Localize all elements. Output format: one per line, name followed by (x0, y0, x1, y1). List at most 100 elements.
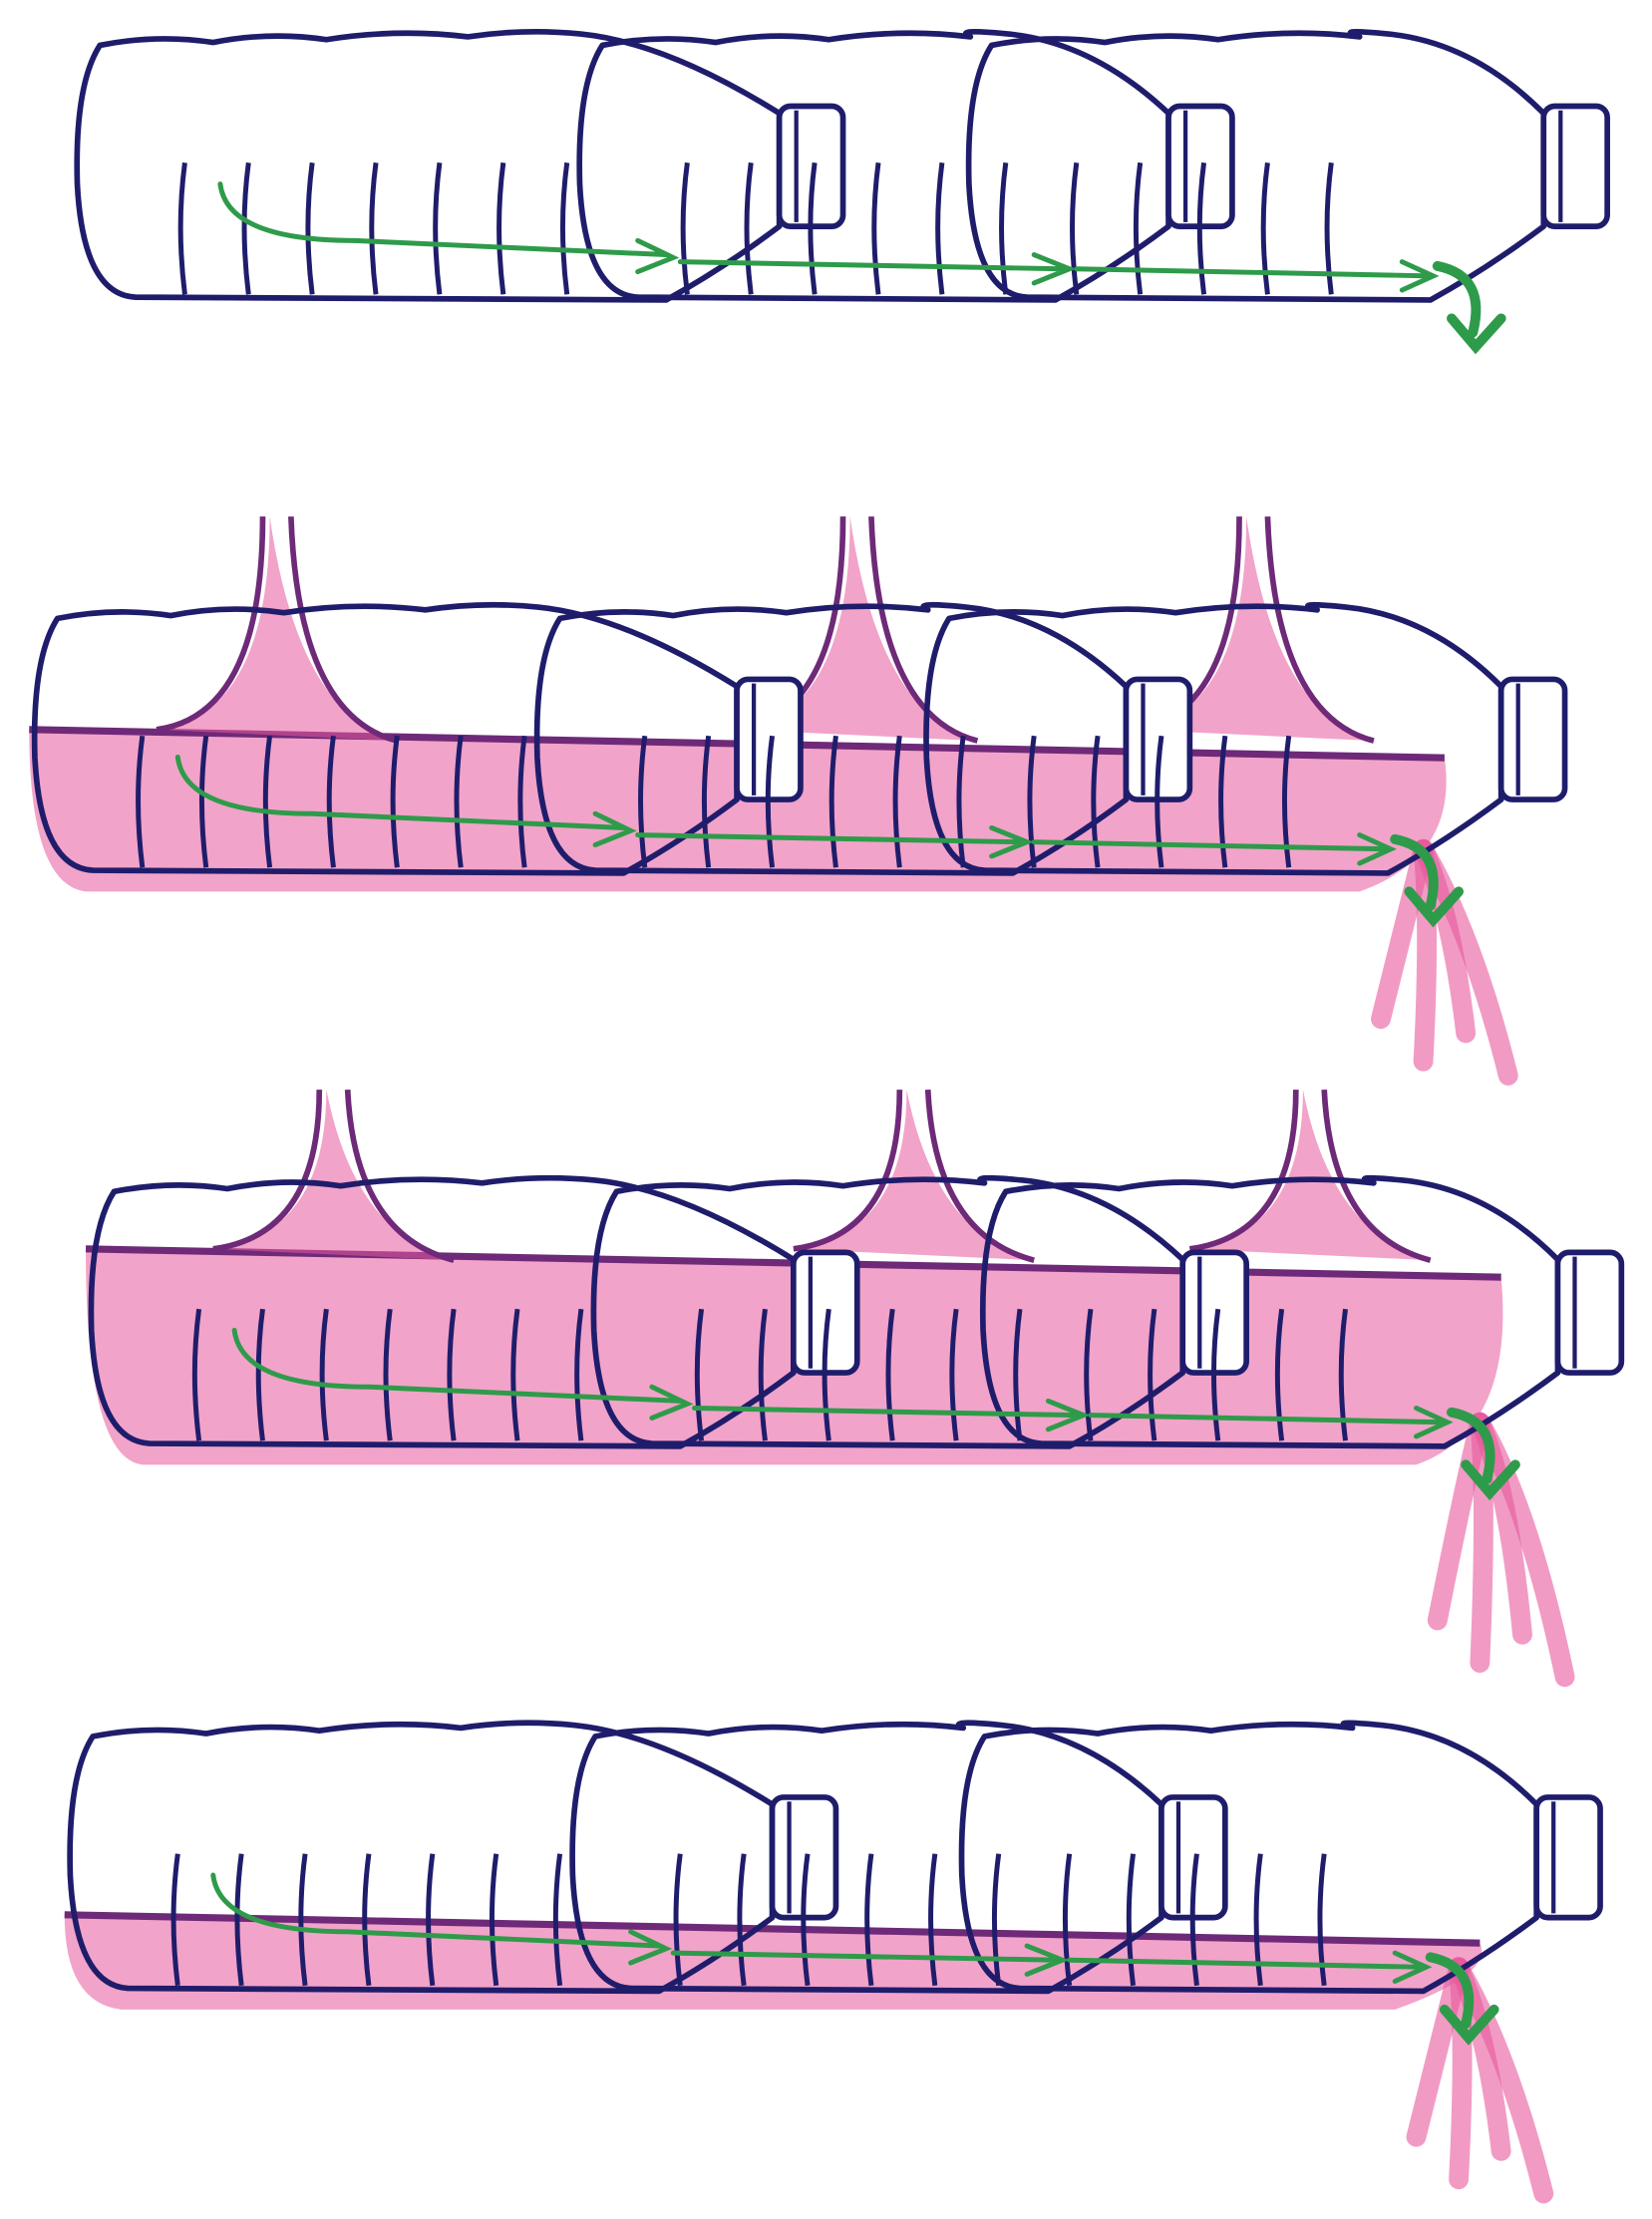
bottle-rib (638, 735, 648, 868)
bottle-rib (822, 1308, 831, 1441)
bottle-rib (390, 735, 400, 868)
bottle (979, 1174, 1625, 1449)
bottle-rib (1070, 161, 1080, 295)
bottle-rib (369, 161, 379, 295)
bottle-rib (517, 735, 527, 868)
water-peak (737, 516, 978, 742)
water-peak-edge (1188, 1089, 1432, 1263)
bottle-rib (808, 161, 818, 295)
bottle-rib (1253, 1853, 1263, 1987)
bottle-rib (765, 735, 776, 868)
bottle-rib (871, 161, 881, 295)
panel-4 (64, 1720, 1603, 2204)
bottle-rib (1126, 1853, 1137, 1987)
water-peak (157, 516, 398, 742)
bottle-rib (737, 1853, 747, 1987)
bottle (569, 1720, 1228, 1995)
bottle (923, 601, 1568, 876)
bottle-rib (234, 1853, 244, 1987)
bottle-rib (1317, 1853, 1327, 1987)
flow-arrow (217, 181, 1440, 293)
outflow-arrow (1447, 1407, 1520, 1501)
bottle-rib (956, 735, 966, 868)
bottle-rib (991, 1853, 1002, 1987)
bottle-rib (949, 1308, 959, 1441)
bottle-rib (136, 735, 146, 868)
bottle-rib (496, 161, 506, 295)
bottle-rib (326, 735, 336, 868)
outflow-arrow (1425, 1952, 1499, 2046)
bottle-rib (1133, 161, 1144, 295)
bottle-outline (965, 28, 1547, 303)
bottle-rib (305, 161, 315, 295)
bottle-outline (958, 1720, 1540, 1995)
bottle (533, 601, 1193, 876)
bottle-rib (170, 1853, 180, 1987)
bottle-rib (362, 1853, 372, 1987)
outflow-arrow (1390, 833, 1465, 928)
bottle-rib (454, 735, 464, 868)
bottle-rib (1189, 1853, 1199, 1987)
bottle-rib (198, 735, 209, 868)
water-peak-edge (156, 516, 399, 744)
bottle-rib (1274, 1308, 1285, 1441)
water-peak-edge (793, 1089, 1035, 1263)
water-peak-edge (212, 1089, 455, 1263)
bottle-rib (1084, 1308, 1094, 1441)
bottle-cap (1533, 1794, 1603, 1921)
bottle-rib (574, 1308, 584, 1441)
panel-2 (29, 516, 1568, 1086)
bottle-rib (701, 735, 712, 868)
bottle-outline (979, 1174, 1561, 1449)
bottle-rib (892, 735, 902, 868)
bottle-rib (255, 1308, 265, 1441)
bottle-rib (1062, 1853, 1073, 1987)
bottle-rib (758, 1308, 768, 1441)
bottle-outline (576, 28, 1171, 303)
bottle-rib (935, 161, 945, 295)
water-peak (1133, 516, 1374, 742)
bottle (88, 1174, 860, 1449)
bottle-rib (694, 1308, 705, 1441)
bottle-rib (828, 735, 838, 868)
panel-1 (74, 28, 1610, 355)
bottle (958, 1720, 1603, 1995)
bottle-rib (1155, 735, 1164, 868)
bottle-rib (298, 1853, 308, 1987)
flow-arrow (174, 755, 1397, 866)
water-peak (793, 1090, 1035, 1261)
bottle-rib (262, 735, 273, 868)
bottle-rib (447, 1308, 457, 1441)
bottle-rib (1281, 735, 1292, 868)
bottle-rib (319, 1308, 329, 1441)
bottle-rib (1260, 161, 1270, 295)
bottle-rib (1091, 735, 1101, 868)
bottle-cap (1497, 676, 1568, 802)
bottle-rib (1196, 161, 1207, 295)
bottle-rib (864, 1853, 874, 1987)
flow-arrow (210, 1872, 1433, 1984)
bottle-rib (999, 161, 1009, 295)
bottle-rib (885, 1308, 895, 1441)
bottle-rib (1218, 735, 1228, 868)
bottle (590, 1174, 1249, 1449)
bottle (74, 28, 846, 303)
bottle-outline (590, 1174, 1186, 1449)
bottle-rib (241, 161, 251, 295)
bottle-cap (1540, 103, 1610, 229)
bottle-rib (801, 1853, 811, 1987)
bottle-outline (569, 1720, 1164, 1995)
bottle-rib (1027, 735, 1037, 868)
bottle-rib (928, 1853, 938, 1987)
bottle-rib (177, 161, 187, 295)
panel-3 (85, 1089, 1625, 1688)
bottle-outline (923, 601, 1504, 876)
water-peak (1189, 1090, 1431, 1261)
bottle-rib (559, 161, 570, 295)
bottle-rib (1324, 161, 1334, 295)
bottle (965, 28, 1610, 303)
bottle-outline (533, 601, 1130, 876)
bottle (576, 28, 1235, 303)
bottle-rib (680, 161, 690, 295)
